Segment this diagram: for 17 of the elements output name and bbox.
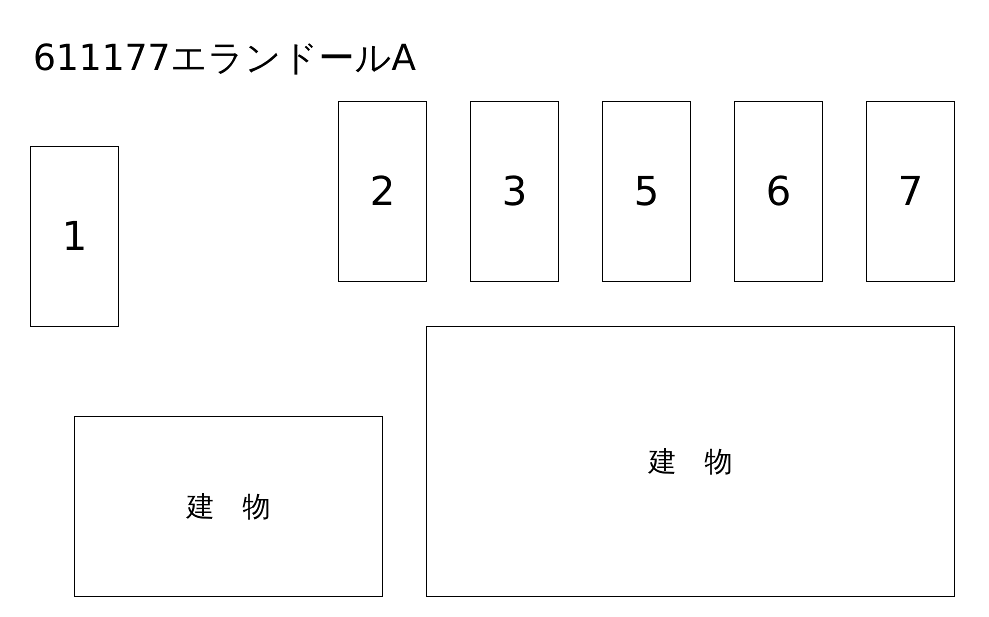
space-number: 1 [62,214,88,260]
building-label: 建 物 [186,488,270,524]
parking-space [602,101,691,282]
parking-space [866,101,955,282]
title: 611177エランドールA [33,37,416,81]
space-number: 7 [898,168,924,214]
parking-space [734,101,823,282]
space-number: 2 [370,168,396,214]
space-number: 3 [502,168,528,214]
parking-space [338,101,427,282]
parking-space [30,146,119,327]
building [426,326,955,597]
space-number: 5 [634,168,660,214]
building [74,416,383,597]
building-label: 建 物 [648,444,732,480]
space-number: 6 [766,168,792,214]
parking-space [470,101,559,282]
